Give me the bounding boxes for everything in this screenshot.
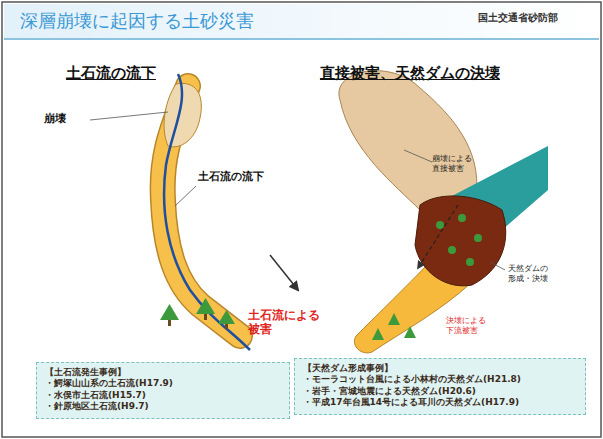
tree: [448, 246, 456, 254]
part-label: 天然ダムの形成・決壊: [508, 264, 552, 283]
title-band: [4, 4, 599, 38]
leader-line: [404, 150, 432, 162]
tree: [474, 234, 482, 242]
part-label: 崩壊: [44, 112, 66, 125]
leader-line: [175, 186, 196, 206]
panel-heading: 直接被害、天然ダムの決壊: [320, 64, 500, 82]
example-box: 【天然ダム形成事例】・モーラコット台風による小林村の天然ダム(H21.8)・岩手…: [294, 358, 586, 415]
tree: [372, 328, 384, 340]
tree: [436, 221, 444, 229]
breach-arrow: [418, 205, 458, 268]
tree: [404, 326, 416, 338]
example-item: ・水俣市土石流(H15.7): [45, 390, 281, 401]
example-item: ・岩手・宮城地震による天然ダム(H20.6): [303, 386, 577, 397]
box-heading: 【天然ダム形成事例】: [303, 363, 577, 374]
tree: [160, 304, 179, 320]
damage-label: 決壊による下流被害: [446, 316, 490, 335]
tree: [196, 298, 215, 314]
natural-dam: [415, 196, 506, 286]
example-item: ・平成17年台風14号による耳川の天然ダム(H17.9): [303, 397, 577, 408]
box-heading: 【土石流発生事例】: [45, 367, 281, 378]
tree: [458, 214, 466, 222]
trees: [160, 298, 235, 329]
leader-line: [490, 262, 505, 270]
tree: [218, 310, 235, 324]
panel-heading: 土石流の流下: [66, 64, 156, 82]
leader-line: [90, 112, 168, 120]
example-box: 【土石流発生事例】・鰐塚山山系の土石流(H17.9)・水俣市土石流(H15.7)…: [36, 362, 290, 419]
example-item: ・モーラコット台風による小林村の天然ダム(H21.8): [303, 374, 577, 385]
river: [164, 74, 250, 350]
tree: [466, 258, 474, 266]
slide-title: 深層崩壊に起因する土砂災害: [20, 10, 254, 32]
title-rule: [4, 38, 599, 40]
damage-label: 土石流による被害: [248, 308, 326, 337]
part-label: 崩壊による直接被害: [432, 154, 476, 173]
organization-name: 国土交通省砂防部: [478, 12, 558, 24]
tree: [388, 313, 400, 325]
example-item: ・鰐塚山山系の土石流(H17.9): [45, 378, 281, 389]
example-item: ・針原地区土石流(H9.7): [45, 401, 281, 412]
flow-arrow: [270, 255, 298, 290]
part-label: 土石流の流下: [198, 170, 264, 183]
